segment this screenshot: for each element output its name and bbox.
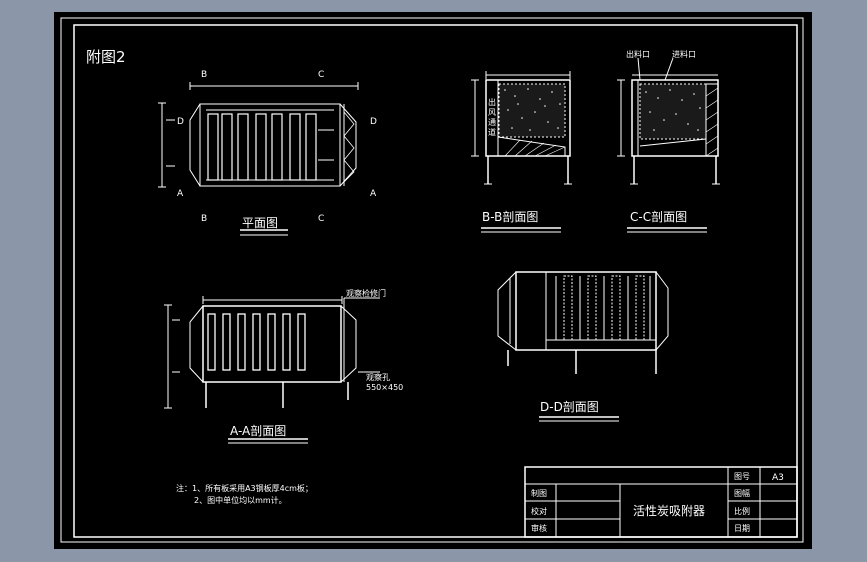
section-cc-outlet-label: 出料口 [626,49,650,59]
title-block-checked-label: 校对 [531,506,547,516]
title-block-scale-label: 比例 [734,506,750,516]
section-dd-right-cone [655,271,669,351]
section-aa-manhole-label: 观察孔 [366,372,390,382]
section-bb-channel-4: 道 [488,127,496,137]
title-block [524,466,798,538]
plan-view [158,82,359,236]
section-dd-view [497,271,669,422]
section-aa-right-cone [340,305,357,383]
plan-marker-d-left: D [177,117,184,127]
plan-marker-d-right: D [370,117,377,127]
section-bb-channel-3: 通 [488,117,496,127]
section-cc-view [617,57,720,233]
section-cc-carbon-fill [639,83,707,140]
plan-marker-c-bottom: C [318,214,324,224]
section-cc-title: C-C剖面图 [630,210,687,224]
section-cc-inlet-label: 进料口 [672,49,696,59]
note-line-1: 注：1、所有板采用A3钢板厚4cm板； [176,483,313,493]
section-aa-access-door-label: 观察检修门 [346,288,386,298]
section-aa-view [164,296,380,444]
title-block-sheet-no-label: 图号 [734,472,750,481]
title-block-approved-label: 审核 [531,523,547,533]
section-bb-channel-2: 风 [488,108,496,117]
section-bb-channel-1: 出 [488,97,496,107]
section-bb-title: B-B剖面图 [482,210,538,224]
plan-marker-b-bottom: B [201,214,207,224]
section-aa-title: A-A剖面图 [230,424,286,438]
plan-marker-a-left: A [177,189,184,199]
plan-carbon-layers [207,113,317,181]
section-dd-title: D-D剖面图 [540,400,599,414]
section-aa-manhole-size: 550×450 [366,383,403,392]
title-block-drawn-label: 制图 [531,488,547,498]
title-block-sheet-no-value: A3 [772,473,784,483]
section-aa-left-cone [189,305,204,383]
section-cc-carbon-dots [645,89,701,131]
sheet-label: 附图2 [86,48,126,66]
plan-title: 平面图 [242,216,278,230]
title-block-drawing-label: 图幅 [734,488,750,498]
plan-left-cone [189,103,201,187]
section-dd-outline [515,271,657,351]
section-dd-carbon-layers [555,275,651,341]
section-aa-outline [202,305,342,383]
plan-marker-a-right: A [370,189,377,199]
inner-border [73,24,798,538]
title-block-drawing-name: 活性炭吸附器 [633,504,705,518]
section-dd-left-cone [497,271,517,351]
section-bb-carbon-fill [498,83,566,138]
plan-outline [199,103,341,187]
outer-border [60,17,804,543]
section-aa-carbon-layers [207,313,306,371]
note-line-2: 2、图中单位均以mm计。 [194,495,287,505]
section-bb-carbon-dots [504,88,561,131]
plan-marker-b-top: B [201,70,207,80]
plan-right-cone [339,103,357,187]
section-bb-view [471,71,572,233]
title-block-date-label: 日期 [734,524,750,533]
plan-marker-c-top: C [318,70,324,80]
